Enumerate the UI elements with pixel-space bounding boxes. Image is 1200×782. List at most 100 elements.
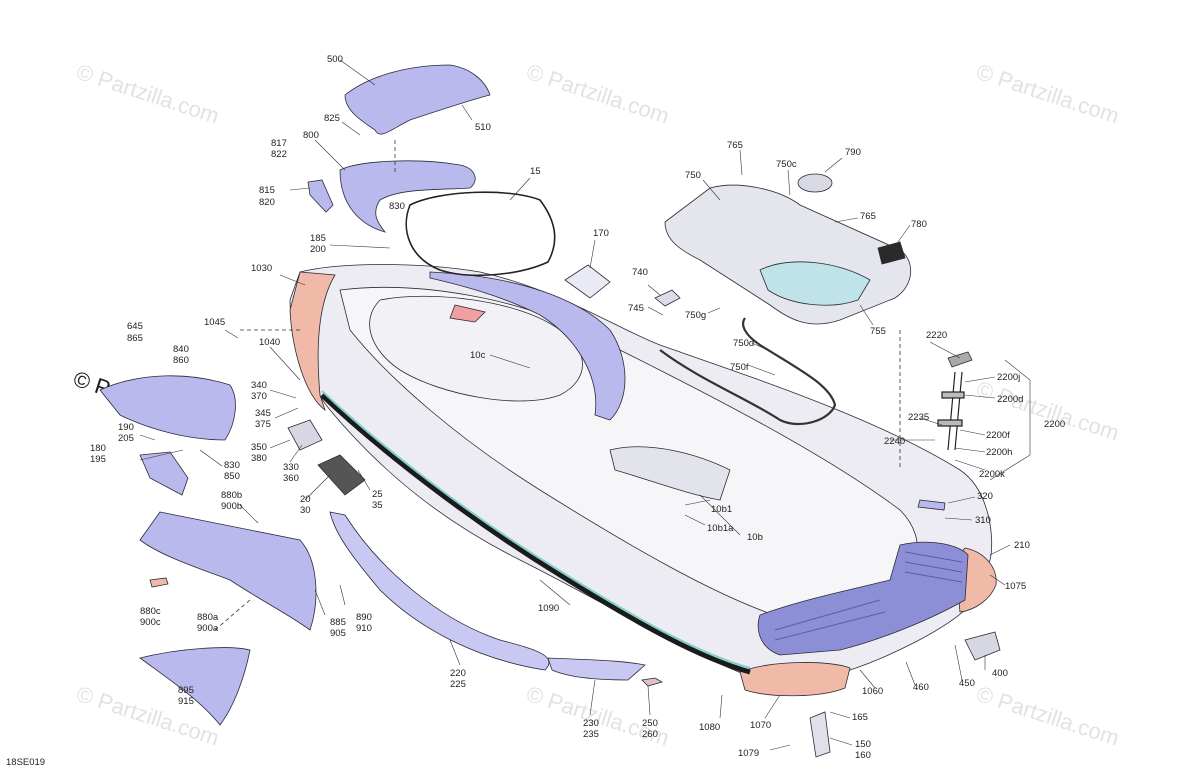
- watermark-6: © Partzilla.com: [523, 681, 672, 751]
- callout-180: 180: [90, 443, 106, 454]
- callout-195: 195: [90, 454, 106, 465]
- callout-1040: 1040: [259, 337, 280, 348]
- callout-35: 35: [372, 500, 383, 511]
- callout-185: 185: [310, 233, 326, 244]
- rub-rail: [320, 393, 751, 675]
- part-815-bracket: [307, 179, 334, 213]
- part-330-bracket: [287, 419, 323, 451]
- callout-645: 645: [127, 321, 143, 332]
- callout-210: 210: [1014, 540, 1030, 551]
- callout-880a: 880a: [197, 612, 219, 623]
- deck-pad-grooves: [774, 551, 963, 641]
- watermark-1: © Partzilla.com: [73, 59, 222, 129]
- callout-375: 375: [255, 419, 271, 430]
- callout-890: 890: [356, 612, 372, 623]
- callout-1079: 1079: [738, 748, 759, 759]
- callout-900a: 900a: [197, 623, 219, 634]
- callout-830-left: 830: [224, 460, 240, 471]
- callout-750g: 750g: [685, 310, 706, 321]
- part-780-latch: [877, 241, 906, 265]
- callout-220: 220: [450, 668, 466, 679]
- callout-310: 310: [975, 515, 991, 526]
- callout-910: 910: [356, 623, 372, 634]
- callout-755: 755: [870, 326, 886, 337]
- part-750d-strap: [659, 317, 837, 425]
- callout-340: 340: [251, 380, 267, 391]
- part-2200-cleat-assembly: [937, 371, 965, 451]
- rub-rail-teal: [321, 390, 751, 669]
- part-400-step: [964, 631, 1001, 661]
- rear-deck-pad: [757, 541, 969, 656]
- callout-160: 160: [855, 750, 871, 761]
- callout-822: 822: [271, 149, 287, 160]
- hull-assembly: [289, 264, 997, 697]
- callout-370: 370: [251, 391, 267, 402]
- callout-250: 250: [642, 718, 658, 729]
- footwell: [609, 446, 731, 501]
- callout-150: 150: [855, 739, 871, 750]
- callout-360: 360: [283, 473, 299, 484]
- callout-235: 235: [583, 729, 599, 740]
- callout-817: 817: [271, 138, 287, 149]
- part-250-strip: [641, 677, 664, 687]
- callout-205: 205: [118, 433, 134, 444]
- part-170-plate: [564, 264, 611, 299]
- callout-900c: 900c: [140, 617, 161, 628]
- leader-lines: [139, 59, 1011, 751]
- callout-765-right: 765: [860, 211, 876, 222]
- callout-765: 765: [727, 140, 743, 151]
- part-800-hood: [339, 160, 476, 233]
- callout-750: 750: [685, 170, 701, 181]
- callout-2240: 2240: [884, 436, 905, 447]
- console-window: [449, 304, 486, 323]
- callout-860: 860: [173, 355, 189, 366]
- callout-850: 850: [224, 471, 240, 482]
- callout-labels: 500 510 825 817 822 800 815 820 830 15 1…: [90, 54, 1065, 761]
- callout-15: 15: [530, 166, 541, 177]
- watermark-2: © Partzilla.com: [523, 59, 672, 129]
- callout-170: 170: [593, 228, 609, 239]
- callout-815: 815: [259, 185, 275, 196]
- callout-260: 260: [642, 729, 658, 740]
- callout-2200d: 2200d: [997, 394, 1023, 405]
- callout-2200f: 2200f: [986, 430, 1010, 441]
- part-230-stripe: [547, 657, 646, 681]
- part-500-seat-cover: [344, 64, 491, 135]
- hull-front-trim: [429, 271, 626, 421]
- callout-2200: 2200: [1044, 419, 1065, 430]
- callout-450: 450: [959, 678, 975, 689]
- callout-790: 790: [845, 147, 861, 158]
- callout-345: 345: [255, 408, 271, 419]
- bow-bumper: [289, 271, 336, 412]
- hull-seat-well: [369, 295, 583, 402]
- watermark-7: © Partzilla.com: [973, 681, 1122, 751]
- part-880-side-cover: [139, 511, 317, 631]
- callout-2200j: 2200j: [997, 372, 1020, 383]
- watermark-3: © Partzilla.com: [973, 59, 1122, 129]
- callout-10b1: 10b1: [711, 504, 732, 515]
- callout-2200k: 2200k: [979, 469, 1005, 480]
- part-880c-clip: [149, 577, 169, 588]
- callout-880c: 880c: [140, 606, 161, 617]
- callout-865: 865: [127, 333, 143, 344]
- callout-2220: 2220: [926, 330, 947, 341]
- callout-25: 25: [372, 489, 383, 500]
- callout-830: 830: [389, 201, 405, 212]
- part-895-fin: [139, 647, 251, 726]
- part-15-seal: [405, 191, 556, 277]
- callout-905: 905: [330, 628, 346, 639]
- callout-190: 190: [118, 422, 134, 433]
- part-2220-cleat: [947, 351, 973, 368]
- callout-820: 820: [259, 197, 275, 208]
- part-20-block: [317, 454, 366, 496]
- part-320-trim: [917, 499, 946, 511]
- callout-500: 500: [327, 54, 343, 65]
- callout-740: 740: [632, 267, 648, 278]
- callout-225: 225: [450, 679, 466, 690]
- part-750-tray-tint: [759, 261, 871, 306]
- callout-30: 30: [300, 505, 311, 516]
- callout-880b: 880b: [221, 490, 242, 501]
- part-220-stripe: [329, 511, 550, 671]
- callout-2235: 2235: [908, 412, 929, 423]
